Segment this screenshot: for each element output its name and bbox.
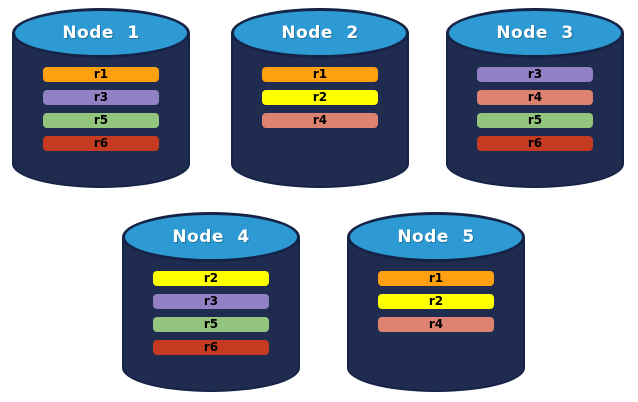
replica-label: r5 (203, 317, 219, 331)
replica-bar-r3: r3 (153, 294, 269, 309)
cylinder-body (231, 33, 409, 188)
replica-bar-list: r1 r3 r5 r6 (43, 67, 159, 159)
cylinder-top-ellipse: Node 3 (446, 8, 624, 58)
node-cylinder-3: Node 3 r3 r4 r5 r6 (446, 8, 624, 188)
node-title: Node 5 (397, 227, 475, 247)
cylinder-top-ellipse: Node 1 (12, 8, 190, 58)
replica-label: r6 (93, 136, 109, 150)
replica-bar-r3: r3 (43, 90, 159, 105)
replica-bar-r5: r5 (477, 113, 593, 128)
cylinder-body (446, 33, 624, 188)
replica-bar-r4: r4 (378, 317, 494, 332)
replica-bar-r4: r4 (477, 90, 593, 105)
cylinder-body (347, 237, 525, 392)
replica-label: r4 (428, 317, 444, 331)
node-title: Node 1 (62, 23, 140, 43)
replica-bar-r4: r4 (262, 113, 378, 128)
node-cylinder-4: Node 4 r2 r3 r5 r6 (122, 212, 300, 392)
replica-label: r3 (527, 67, 543, 81)
node-title: Node 2 (281, 23, 359, 43)
replica-bar-r5: r5 (153, 317, 269, 332)
replica-bar-r2: r2 (153, 271, 269, 286)
replica-label: r5 (93, 113, 109, 127)
cylinder-top-ellipse: Node 5 (347, 212, 525, 262)
replica-label: r2 (203, 271, 219, 285)
replica-bar-r3: r3 (477, 67, 593, 82)
replica-label: r1 (93, 67, 109, 81)
replica-bar-r1: r1 (43, 67, 159, 82)
replica-bar-list: r1 r2 r4 (262, 67, 378, 136)
node-title: Node 3 (496, 23, 574, 43)
replica-bar-r5: r5 (43, 113, 159, 128)
replica-bar-r6: r6 (153, 340, 269, 355)
replica-label: r3 (93, 90, 109, 104)
replica-label: r2 (428, 294, 444, 308)
node-cylinder-5: Node 5 r1 r2 r4 (347, 212, 525, 392)
replica-label: r3 (203, 294, 219, 308)
replica-label: r1 (312, 67, 328, 81)
replica-bar-r2: r2 (378, 294, 494, 309)
replica-label: r2 (312, 90, 328, 104)
cylinder-top-ellipse: Node 2 (231, 8, 409, 58)
replica-bar-list: r2 r3 r5 r6 (153, 271, 269, 363)
replica-bar-list: r1 r2 r4 (378, 271, 494, 340)
replica-bar-r2: r2 (262, 90, 378, 105)
node-cylinder-2: Node 2 r1 r2 r4 (231, 8, 409, 188)
replica-label: r4 (527, 90, 543, 104)
replica-bar-r1: r1 (262, 67, 378, 82)
replica-label: r6 (527, 136, 543, 150)
replica-bar-list: r3 r4 r5 r6 (477, 67, 593, 159)
replica-label: r5 (527, 113, 543, 127)
node-cylinder-1: Node 1 r1 r3 r5 r6 (12, 8, 190, 188)
cylinder-top-ellipse: Node 4 (122, 212, 300, 262)
replica-bar-r1: r1 (378, 271, 494, 286)
replica-label: r4 (312, 113, 328, 127)
replica-bar-r6: r6 (43, 136, 159, 151)
node-title: Node 4 (172, 227, 250, 247)
replica-label: r1 (428, 271, 444, 285)
replica-bar-r6: r6 (477, 136, 593, 151)
replica-label: r6 (203, 340, 219, 354)
cylinder-body (122, 237, 300, 392)
